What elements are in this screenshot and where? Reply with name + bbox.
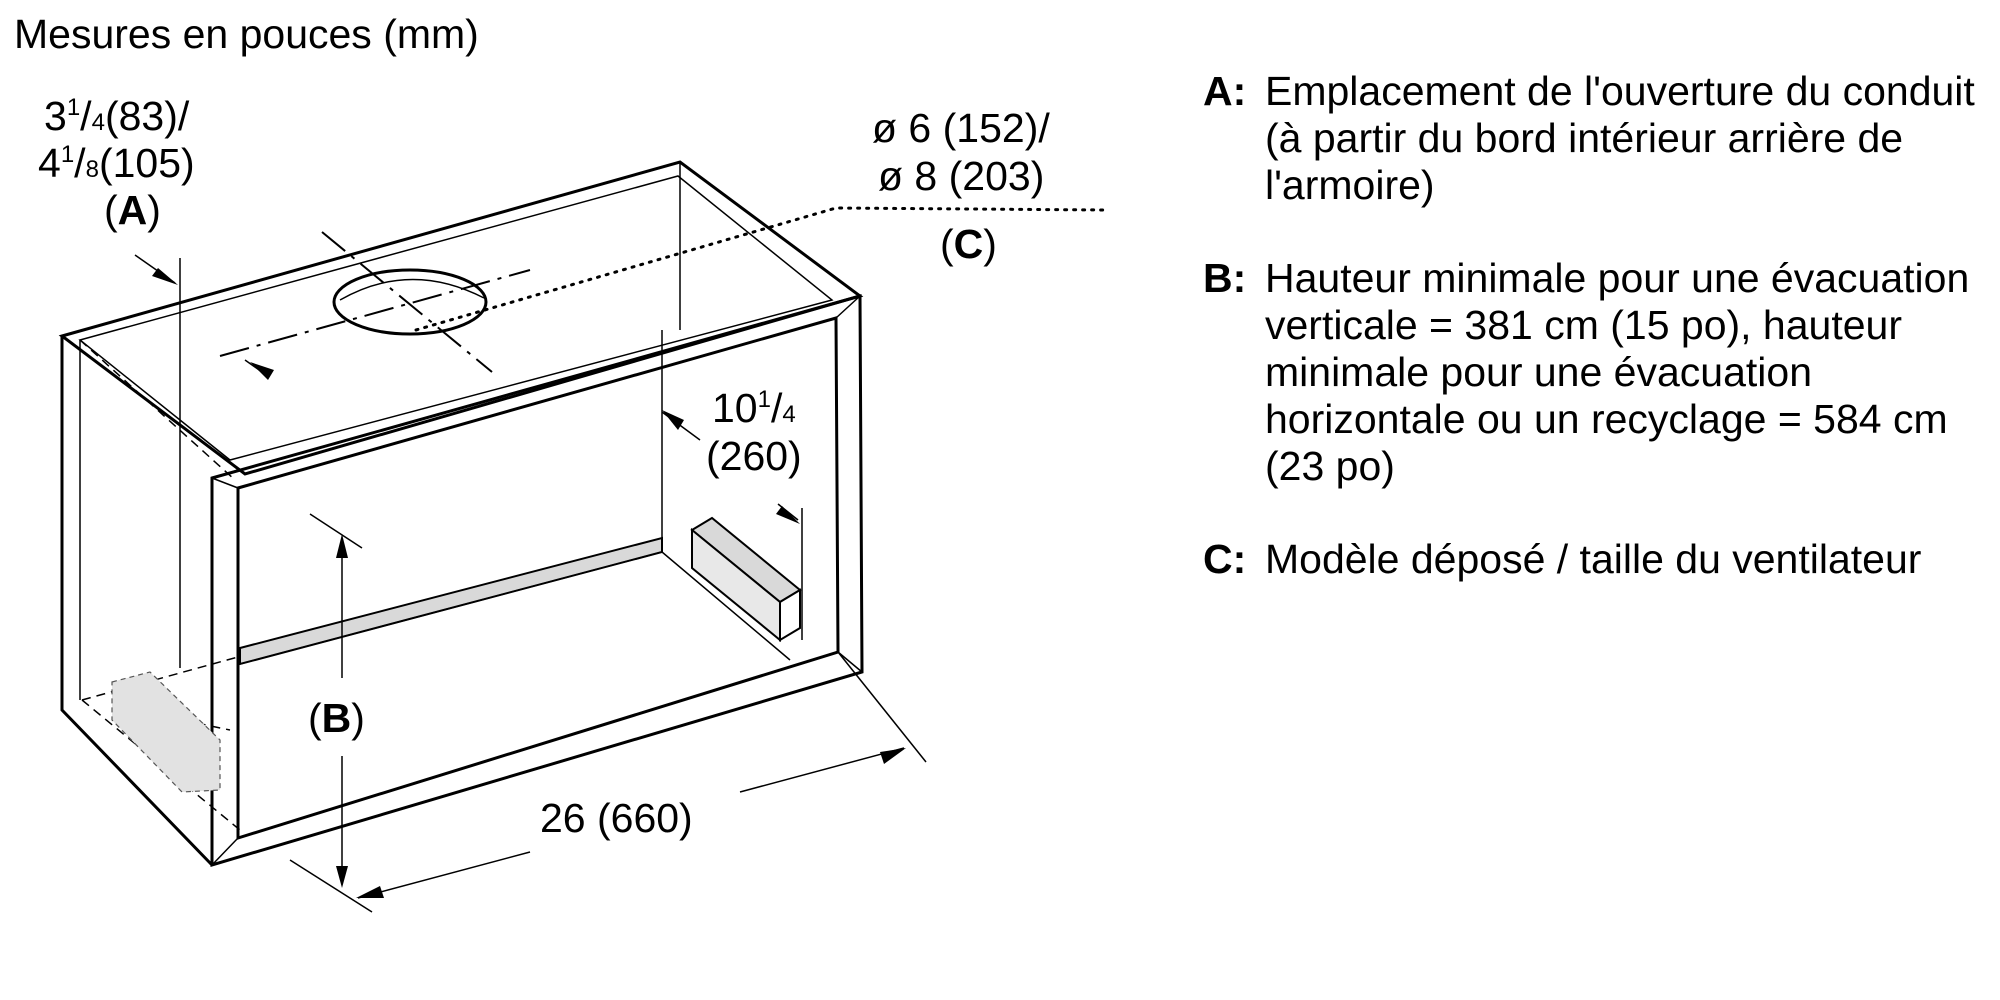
legend: A: Emplacement de l'ouverture du conduit… bbox=[1203, 68, 1983, 629]
svg-text:(260): (260) bbox=[706, 433, 802, 479]
label-b: B bbox=[322, 695, 352, 741]
diagram-heading: Mesures en pouces (mm) bbox=[14, 11, 479, 57]
dimension-c: ø 6 (152)/ ø 8 (203) (C) bbox=[872, 105, 1050, 267]
dimension-width: 26 (660) bbox=[289, 651, 927, 913]
duct-opening bbox=[219, 231, 531, 373]
dimension-depth: 101/4 (260) bbox=[661, 385, 803, 640]
svg-text:41/8(105): 41/8(105) bbox=[38, 140, 195, 186]
label-a: A bbox=[118, 187, 148, 233]
legend-text-c: Modèle déposé / taille du ventilateur bbox=[1265, 536, 1922, 582]
legend-key-c: C: bbox=[1203, 536, 1247, 582]
svg-text:ø 8 (203): ø 8 (203) bbox=[878, 153, 1044, 199]
legend-text-a: Emplacement de l'ouverture du conduit (à… bbox=[1265, 68, 1975, 208]
svg-text:(B): (B) bbox=[308, 695, 365, 741]
legend-item-c: C: Modèle déposé / taille du ventilateur bbox=[1203, 536, 1983, 583]
legend-item-a: A: Emplacement de l'ouverture du conduit… bbox=[1203, 68, 1983, 209]
svg-text:(C): (C) bbox=[940, 221, 997, 267]
svg-text:26 (660): 26 (660) bbox=[540, 795, 693, 841]
svg-text:(A): (A) bbox=[104, 187, 161, 233]
svg-text:101/4: 101/4 bbox=[712, 385, 796, 431]
hood-insert bbox=[111, 516, 802, 793]
legend-key-b: B: bbox=[1203, 255, 1247, 301]
svg-text:ø 6 (152)/: ø 6 (152)/ bbox=[872, 105, 1050, 151]
dimension-b: (B) bbox=[308, 513, 365, 888]
legend-text-b: Hauteur minimale pour une évacuation ver… bbox=[1265, 255, 1970, 489]
svg-text:31/4(83)/: 31/4(83)/ bbox=[44, 93, 190, 139]
label-c: C bbox=[954, 221, 984, 267]
leader-c-line bbox=[414, 206, 1107, 332]
legend-item-b: B: Hauteur minimale pour une évacuation … bbox=[1203, 255, 1983, 490]
legend-key-a: A: bbox=[1203, 68, 1247, 114]
dimension-a: 31/4(83)/ 41/8(105) (A) bbox=[38, 93, 274, 668]
